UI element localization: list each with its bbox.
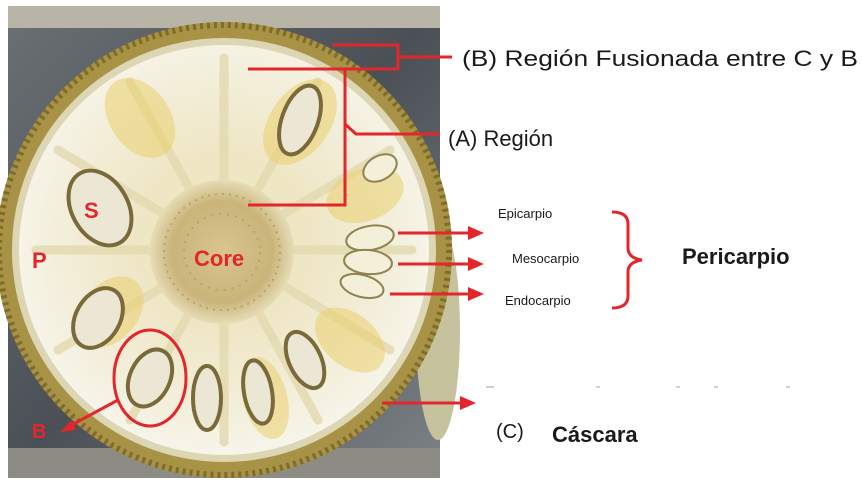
- bulb-label: B: [32, 421, 46, 443]
- faint-dots: [486, 386, 790, 388]
- pericarp-arrowheads: [468, 226, 484, 301]
- endocarp-label: Endocarpio: [505, 293, 571, 308]
- core-label: Core: [194, 246, 244, 271]
- region-b-label: (B) Región Fusionada entre C y B: [462, 46, 858, 71]
- peel-label: Cáscara: [552, 422, 638, 447]
- seed-label: S: [84, 198, 99, 223]
- jackfruit-photo: S P Core B: [0, 6, 460, 478]
- mesocarp-label: Mesocarpio: [512, 251, 579, 266]
- region-a-label: (A) Región: [448, 126, 553, 151]
- epicarp-label: Epicarpio: [498, 206, 552, 221]
- pulp-label: P: [32, 248, 47, 273]
- peel-prefix-label: (C): [496, 421, 524, 443]
- peel-arrowhead: [460, 396, 476, 410]
- pericarp-label: Pericarpio: [682, 244, 790, 269]
- seed-bottom-1: [193, 366, 221, 430]
- pericarp-brace: [612, 212, 642, 308]
